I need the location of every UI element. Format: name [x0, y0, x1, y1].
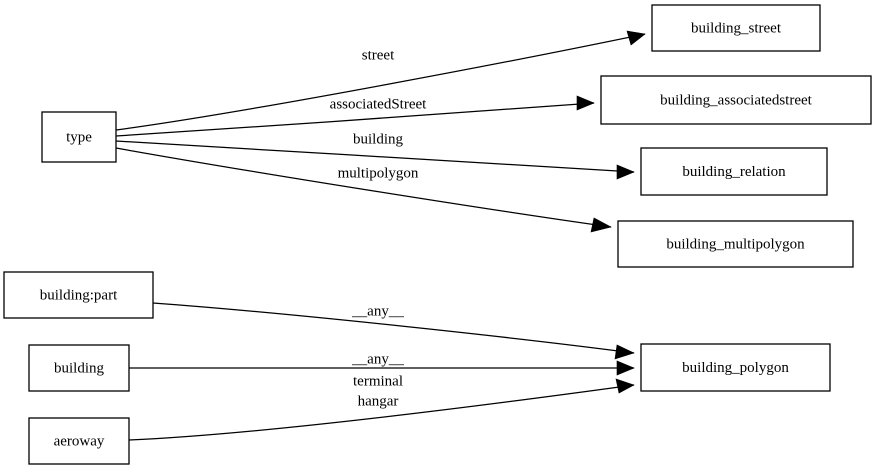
edge-label-type-associated: associatedStreet — [330, 96, 427, 112]
edge-aeroway-terminal — [128, 384, 635, 441]
edge-label-part-any: __any__ — [351, 303, 404, 319]
node-aeroway[interactable]: aeroway — [28, 417, 130, 465]
nodes-layer: type building_street building_associatedst… — [3, 4, 872, 465]
arrowhead-type-building — [616, 164, 635, 180]
node-label-type: type — [66, 129, 92, 145]
edge-label-building-any: __any__ — [351, 351, 404, 367]
node-label-building_associatedstreet: building_associatedstreet — [660, 92, 812, 108]
edge-part-any — [152, 302, 635, 354]
arrowhead-type-associated — [576, 95, 595, 111]
edge-labels-layer: street associatedStreet building multipolyg… — [330, 47, 427, 409]
node-building_street[interactable]: building_street — [651, 4, 821, 52]
node-box-building_part[interactable] — [3, 271, 154, 319]
node-building_polygon[interactable]: building_polygon — [640, 343, 831, 392]
node-label-building_relation: building_relation — [682, 164, 786, 180]
node-building_associatedstreet[interactable]: building_associatedstreet — [600, 75, 872, 125]
node-label-building_street: building_street — [691, 20, 782, 36]
arrowhead-part-any — [614, 344, 635, 360]
arrowhead-aeroway-terminal — [615, 378, 635, 394]
node-box-building_relation[interactable] — [640, 147, 828, 196]
edge-label-aeroway-hangar: hangar — [358, 393, 399, 409]
node-box-building_street[interactable] — [651, 4, 821, 52]
node-box-building_associatedstreet[interactable] — [600, 75, 872, 125]
node-label-building: building — [54, 360, 105, 376]
node-building_multipolygon[interactable]: building_multipolygon — [617, 220, 854, 268]
node-building[interactable]: building — [28, 344, 130, 392]
node-box-building_polygon[interactable] — [640, 343, 831, 392]
node-label-building_multipolygon: building_multipolygon — [666, 236, 805, 252]
arrowhead-type-multipolygon — [590, 217, 612, 233]
node-box-aeroway[interactable] — [28, 417, 130, 465]
node-box-building[interactable] — [28, 344, 130, 392]
node-label-aeroway: aeroway — [54, 433, 105, 449]
node-box-building_multipolygon[interactable] — [617, 220, 854, 268]
node-box-type[interactable] — [41, 111, 117, 163]
edge-type-building — [115, 140, 635, 173]
node-type[interactable]: type — [41, 111, 117, 163]
node-label-building_polygon: building_polygon — [682, 360, 789, 376]
node-building_relation[interactable]: building_relation — [640, 147, 828, 196]
edge-label-type-building: building — [353, 131, 404, 147]
edge-type-street — [115, 33, 646, 131]
node-label-building_part: building:part — [40, 287, 118, 303]
edge-label-aeroway-terminal: terminal — [353, 373, 403, 389]
node-building_part[interactable]: building:part — [3, 271, 154, 319]
edge-label-type-street: street — [362, 47, 395, 63]
arrowhead-type-street — [626, 30, 646, 46]
arrowhead-building-any — [616, 360, 635, 376]
edge-type-associated — [115, 102, 595, 137]
edges-layer — [115, 30, 646, 441]
edge-type-multipolygon — [115, 147, 612, 228]
edge-label-type-multipolygon: multipolygon — [338, 165, 419, 181]
